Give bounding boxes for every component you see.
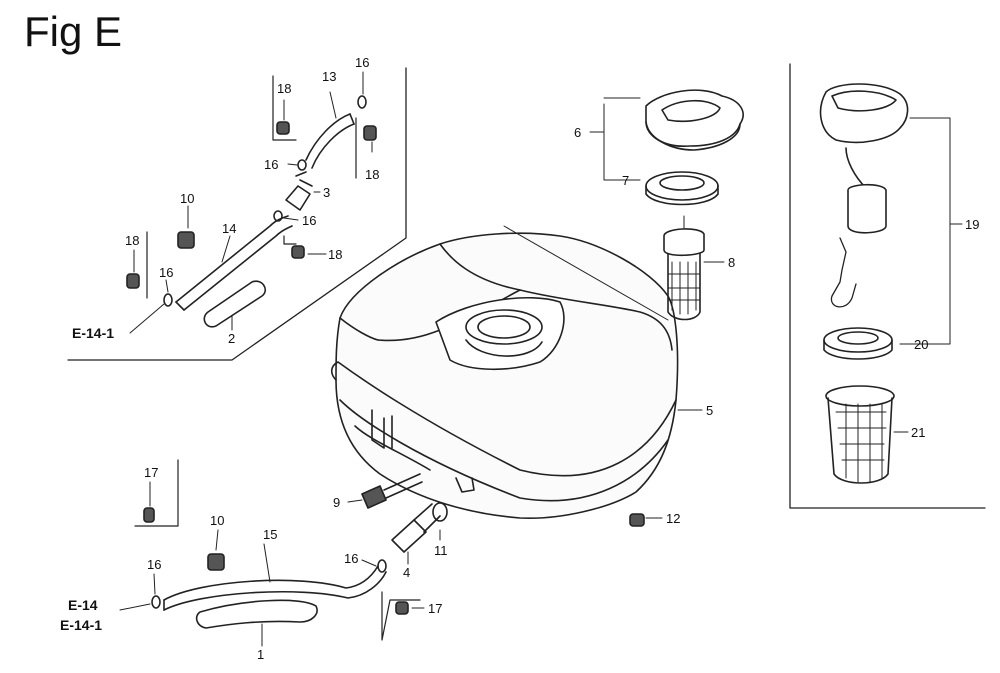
small-frame-17b xyxy=(381,591,421,641)
nut-18-d xyxy=(291,245,305,259)
ref-e-14-1-bottom: E-14-1 xyxy=(60,617,103,633)
part-label-9: 9 xyxy=(333,495,341,510)
sleeve-1 xyxy=(195,599,318,629)
fuel-tube-13 xyxy=(305,113,355,169)
nut-10-b xyxy=(207,553,225,571)
strainer-8 xyxy=(663,215,705,321)
part-label-18-c: 18 xyxy=(125,233,140,248)
part-label-18-b: 18 xyxy=(365,167,380,182)
part-label-16-b: 16 xyxy=(264,157,279,172)
part-label-4: 4 xyxy=(403,565,411,580)
nut-18-a xyxy=(276,121,290,135)
clip-16-f xyxy=(151,595,161,609)
part-label-13: 13 xyxy=(322,69,337,84)
part-label-16-c: 16 xyxy=(302,213,317,228)
part-label-17-b: 17 xyxy=(428,601,443,616)
seal-20 xyxy=(823,327,893,360)
clip-16-c xyxy=(273,210,283,222)
part-label-1: 1 xyxy=(257,647,265,662)
part-label-14: 14 xyxy=(222,221,237,236)
fuel-tube-15 xyxy=(163,565,387,611)
leader-lines xyxy=(119,71,963,647)
part-label-5: 5 xyxy=(706,403,714,418)
part-label-10-a: 10 xyxy=(180,191,195,206)
strainer-21 xyxy=(825,385,895,484)
nut-10-a xyxy=(177,231,195,249)
part-label-20: 20 xyxy=(914,337,929,352)
nut-17-b xyxy=(395,601,409,615)
seal-7 xyxy=(645,171,719,206)
part-label-6: 6 xyxy=(574,125,582,140)
part-label-2: 2 xyxy=(228,331,236,346)
washer-11 xyxy=(432,502,448,522)
part-label-16-e: 16 xyxy=(344,551,359,566)
part-label-19: 19 xyxy=(965,217,980,232)
clip-16-e xyxy=(377,559,387,573)
ref-e-14: E-14 xyxy=(68,597,98,613)
upper-left-section-frame xyxy=(67,67,407,361)
fuel-tube-14 xyxy=(175,215,293,311)
fuel-tank xyxy=(330,225,679,520)
valve-3 xyxy=(285,171,313,211)
fuel-cap-19 xyxy=(819,83,909,308)
clip-16-d xyxy=(163,293,173,307)
figure-title: Fig E xyxy=(24,8,123,55)
nut-18-c xyxy=(126,273,140,289)
part-label-12: 12 xyxy=(666,511,681,526)
part-label-21: 21 xyxy=(911,425,926,440)
nut-12 xyxy=(629,513,645,527)
small-frame-18d xyxy=(283,235,297,245)
part-label-15: 15 xyxy=(263,527,278,542)
right-section-frame xyxy=(789,63,986,509)
nut-17-a xyxy=(143,507,155,523)
nut-18-b xyxy=(363,125,377,141)
part-label-7: 7 xyxy=(622,173,630,188)
part-label-8: 8 xyxy=(728,255,736,270)
part-label-11: 11 xyxy=(434,543,448,558)
part-label-16-a: 16 xyxy=(355,55,370,70)
part-label-16-f: 16 xyxy=(147,557,162,572)
part-label-16-d: 16 xyxy=(159,265,174,280)
fitting-4 xyxy=(391,503,441,553)
small-frame-18a xyxy=(272,75,297,141)
small-frame-17a xyxy=(134,459,179,527)
clip-16-a xyxy=(357,95,367,109)
part-label-3: 3 xyxy=(323,185,331,200)
clip-16-b xyxy=(297,159,307,171)
ref-e-14-1-top: E-14-1 xyxy=(72,325,115,341)
part-label-17-a: 17 xyxy=(144,465,159,480)
part-label-10-b: 10 xyxy=(210,513,225,528)
part-label-18-d: 18 xyxy=(328,247,343,262)
bolt-9 xyxy=(361,473,423,509)
sleeve-2 xyxy=(203,280,267,328)
fuel-cap-6 xyxy=(645,89,744,151)
part-label-18-a: 18 xyxy=(277,81,292,96)
